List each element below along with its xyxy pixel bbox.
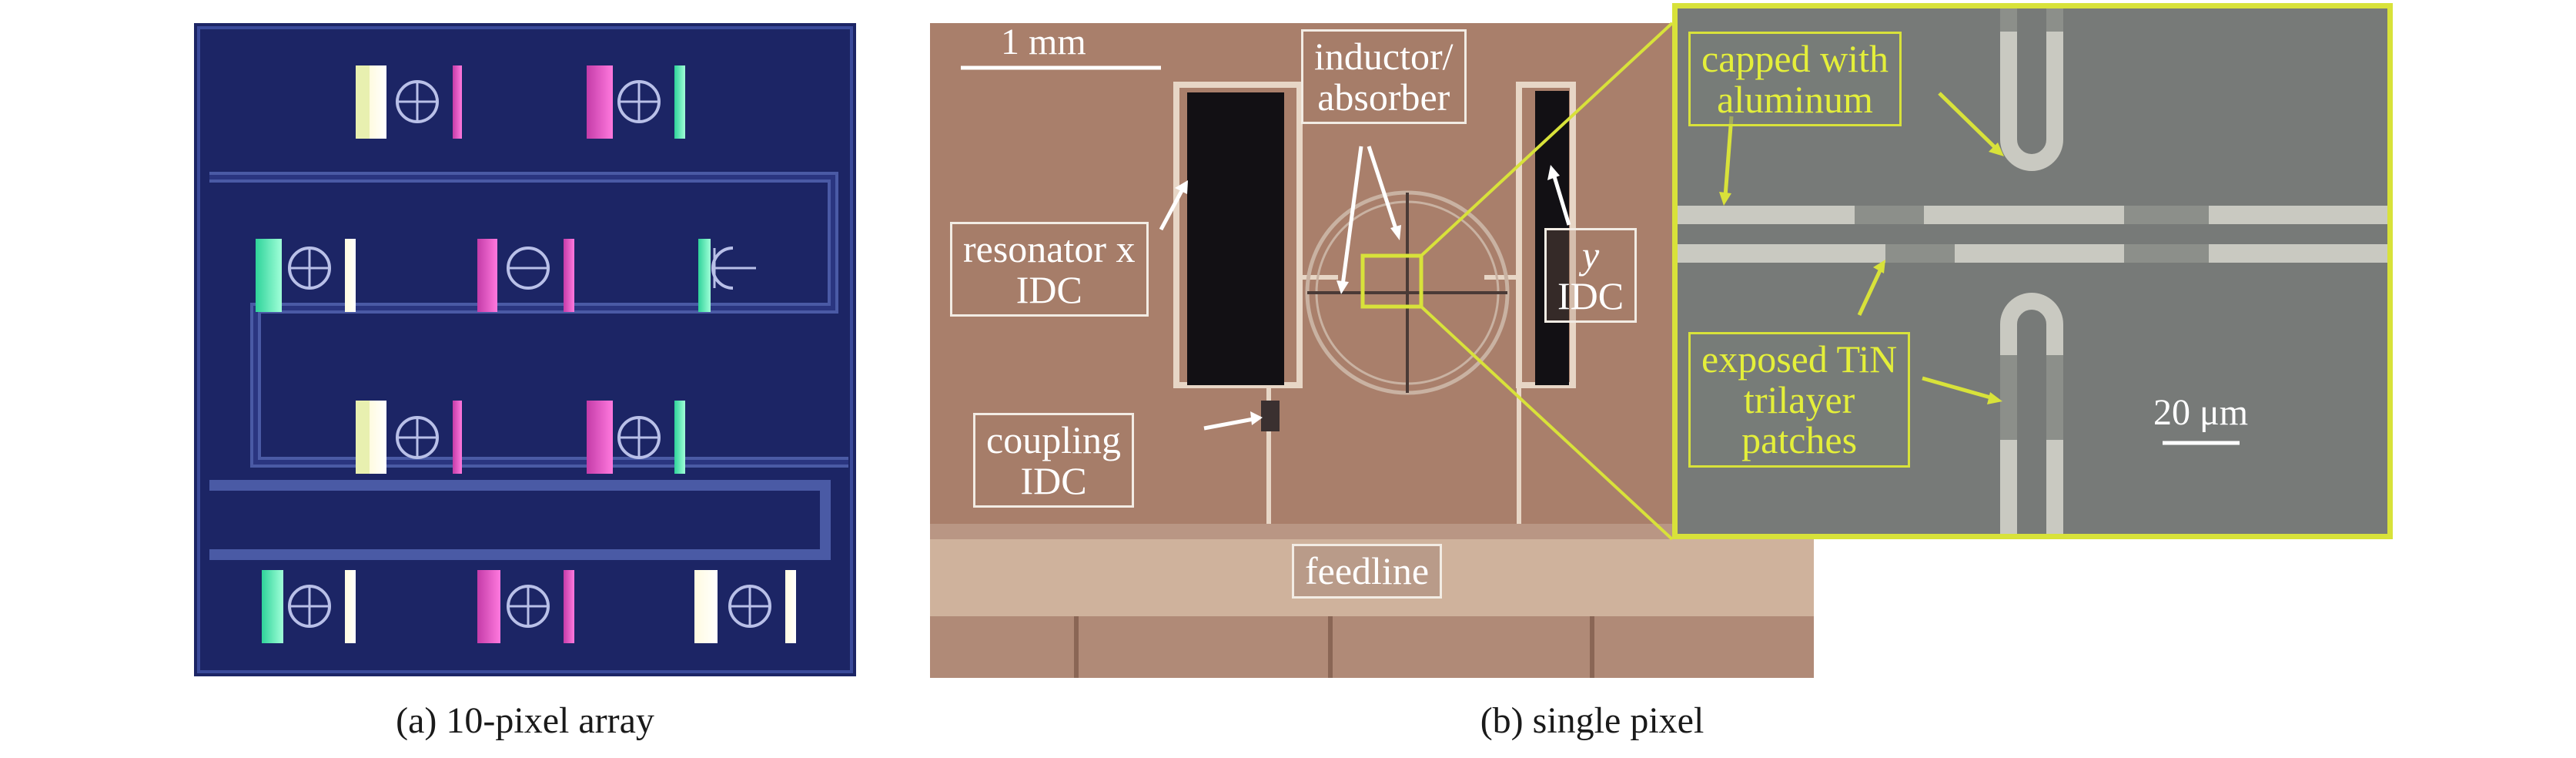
label-inductor-absorber: inductor/ absorber <box>1301 29 1467 124</box>
label-resonator-x: resonator x IDC <box>950 222 1149 317</box>
label-y-line1: y <box>1581 233 1600 277</box>
pixel-2 <box>587 65 685 139</box>
label-feedline: feedline <box>1292 544 1443 599</box>
pixel-7 <box>587 401 685 474</box>
caption-b: (b) single pixel <box>1480 700 1705 741</box>
label-capped-line1: capped with <box>1701 37 1889 80</box>
pixel-8 <box>262 570 356 643</box>
pixel-5 <box>698 239 756 312</box>
label-inductor-line2: absorber <box>1317 75 1450 119</box>
label-inductor-line1: inductor/ <box>1314 35 1454 78</box>
label-coupling-line2: IDC <box>1020 458 1087 502</box>
panel-a-array-image <box>194 23 856 676</box>
label-exposed-tin: exposed TiN trilayer patches <box>1688 332 1911 468</box>
label-coupling-line1: coupling <box>986 418 1121 461</box>
label-y-idc: y IDC <box>1544 228 1638 323</box>
label-capped-line2: aluminum <box>1717 77 1873 121</box>
scale-bar-20um-label: 20 μm <box>2153 392 2249 433</box>
pixel-10 <box>694 570 796 643</box>
array-photo <box>194 23 856 676</box>
label-coupling-idc: coupling IDC <box>973 413 1134 508</box>
label-resonator-line2: IDC <box>1015 267 1082 311</box>
pixel-4 <box>477 239 574 312</box>
label-y-line2: IDC <box>1557 273 1624 317</box>
caption-a: (a) 10-pixel array <box>396 700 654 741</box>
label-exposed-line2: trilayer <box>1743 377 1855 421</box>
inset-zoom-image: capped with aluminum exposed TiN trilaye… <box>1672 3 2393 539</box>
pixel-9 <box>477 570 574 643</box>
label-resonator-line1: resonator x <box>963 227 1136 270</box>
label-capped-aluminum: capped with aluminum <box>1688 32 1902 126</box>
scale-bar-1mm-label: 1 mm <box>1001 22 1086 62</box>
pixel-3 <box>256 239 356 312</box>
label-exposed-line1: exposed TiN <box>1701 337 1898 381</box>
label-exposed-line3: patches <box>1741 418 1858 461</box>
pixel-1 <box>356 65 462 139</box>
pixel-6 <box>356 401 462 474</box>
